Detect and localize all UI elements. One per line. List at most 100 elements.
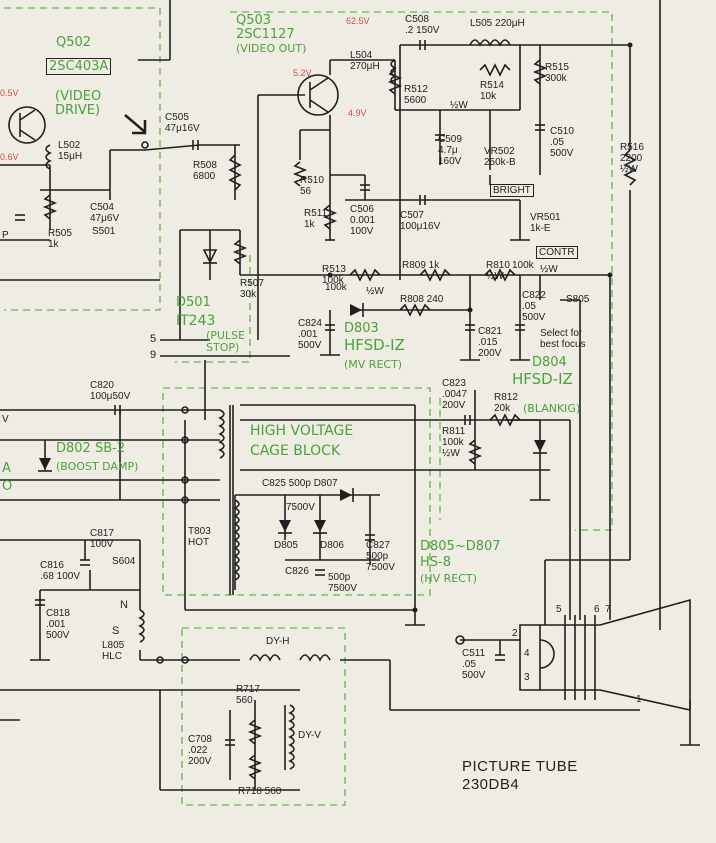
r507-label: R507 30k (240, 278, 264, 300)
voltage-52: 5.2V (293, 68, 312, 78)
c822-label: C822 .05 500V (522, 290, 546, 323)
dy-v-coil (288, 704, 295, 770)
r511-label: R511 1k (304, 208, 328, 230)
ground-symbols (30, 239, 700, 746)
d805-diode (279, 520, 291, 532)
c509-label: C509 4.7μ 160V (438, 134, 462, 167)
picture-tube-part: 230DB4 (462, 776, 520, 793)
bright-label: BRIGHT (490, 184, 534, 197)
pointer-arrow-icon (124, 114, 147, 135)
pin-5: 5 (556, 604, 562, 615)
c826-value: 500p 7500V (328, 572, 357, 594)
s604-label: S604 (112, 556, 136, 567)
d802-label: D802 SB-2 (56, 441, 126, 456)
d804-part: HFSD-IZ (512, 370, 573, 388)
pins-6-7: 6 7 (594, 604, 611, 615)
r810-value: 100k (512, 260, 534, 271)
contr-label: CONTR (536, 246, 578, 259)
c504-label: C504 47μ6V (90, 202, 120, 224)
l502-inductor (45, 144, 52, 170)
q503-transistor (297, 74, 339, 116)
voltage-625: 62.5V (346, 16, 370, 26)
d501-part: IT243 (176, 313, 216, 329)
c825-voltage: 7500V (286, 502, 315, 513)
vr501-label: VR501 1k-E (530, 212, 561, 234)
hv-rect-label: (HV RECT) (420, 572, 477, 585)
half-watt-3: ½W (540, 264, 558, 275)
c511-label: C511 .05 500V (462, 648, 486, 681)
l505-label: L505 220μH (470, 18, 525, 29)
q502-label: Q502 (56, 35, 92, 50)
c827-label: C827 500p 7500V (366, 540, 395, 573)
c818-label: C818 .001 500V (46, 608, 70, 641)
c824-label: C824 .001 500V (298, 318, 322, 351)
r717-label: R717 560 (236, 684, 260, 706)
component-symbols (8, 39, 700, 780)
terminal-9: 9 (150, 349, 157, 361)
d803-diode (350, 304, 362, 316)
d802-role: (BOOST DAMP) (56, 460, 139, 473)
d807-diode (340, 489, 352, 501)
r508-label: R508 6800 (193, 160, 217, 182)
l505-inductor (469, 39, 511, 47)
n-label: N (120, 599, 128, 611)
r808-label: R808 240 (400, 294, 444, 305)
r718-label: R718 560 (238, 786, 282, 797)
q502-part: 2SC403A (46, 58, 112, 75)
l805-label: L805 HLC (102, 640, 125, 662)
c823-label: C823 .0047 200V (442, 378, 468, 411)
d501-label: D501 (176, 295, 211, 310)
d806-diode (314, 520, 326, 532)
d802-diode (39, 458, 51, 470)
d805-label: D805 (274, 540, 298, 551)
c825-label: C825 500p D807 (262, 478, 338, 489)
r510-label: R510 56 (300, 175, 324, 197)
dy-v-label: DY-V (298, 730, 321, 741)
c507-label: C507 100μ16V (400, 210, 441, 232)
voltage-05: 0.5V (0, 88, 19, 98)
pin-1: 1 (636, 694, 642, 705)
t803-windings (218, 409, 240, 581)
pin-3: 3 (524, 672, 530, 683)
q503-label: Q503 (236, 13, 272, 28)
vr502-label: VR502 250k-B (484, 146, 516, 168)
l502-label: L502 15μH (58, 140, 83, 162)
hv-block-title-1: HIGH VOLTAGE (250, 423, 354, 439)
r516-label: R516 2200 ½W (620, 142, 644, 175)
dy-h-coil (249, 654, 331, 662)
s501-label: S501 (92, 226, 116, 237)
r811-label: R811 100k ½W (442, 426, 466, 459)
d803-label: D803 (344, 321, 379, 336)
q503-role: (VIDEO OUT) (236, 42, 307, 55)
r515-label: R515 300k (545, 62, 569, 84)
left-edge-o: O (2, 479, 13, 494)
left-edge-a: A (2, 461, 11, 476)
d804-label: D804 (532, 355, 567, 370)
dy-h-label: DY-H (266, 636, 290, 647)
module-boundaries (4, 7, 613, 806)
voltage-49: 4.9V (348, 108, 367, 118)
half-watt-1: ½W (450, 100, 468, 111)
c817-label: C817 100V (90, 528, 114, 550)
left-edge-v: V (2, 414, 9, 425)
d805-807-label: D805~D807 (420, 539, 501, 554)
r513-label: R513 100k (322, 264, 346, 286)
c826-label: C826 (285, 566, 309, 577)
r505-label: R505 1k (48, 228, 72, 250)
c510-label: C510 .05 500V (550, 126, 574, 159)
r810-label: R810 ½W (486, 260, 510, 282)
s805-label: S805 (566, 294, 590, 305)
hs8-label: HS-8 (420, 555, 451, 570)
c508-label: C508 .2 150V (405, 14, 440, 36)
terminal-5: 5 (150, 333, 157, 345)
d804-diode (534, 440, 546, 452)
half-watt-2: ½W (366, 286, 384, 297)
d501-role: (PULSE STOP) (206, 329, 246, 354)
c506-label: C506 0.001 100V (350, 204, 376, 237)
q502-transistor (8, 106, 46, 144)
k100-label: 100k (325, 282, 347, 293)
l504-label: L504 270μH (350, 50, 380, 72)
c505-label: C505 47μ16V (165, 112, 200, 134)
p-label: P (2, 230, 9, 241)
t803-label: T803 HOT (188, 526, 211, 548)
